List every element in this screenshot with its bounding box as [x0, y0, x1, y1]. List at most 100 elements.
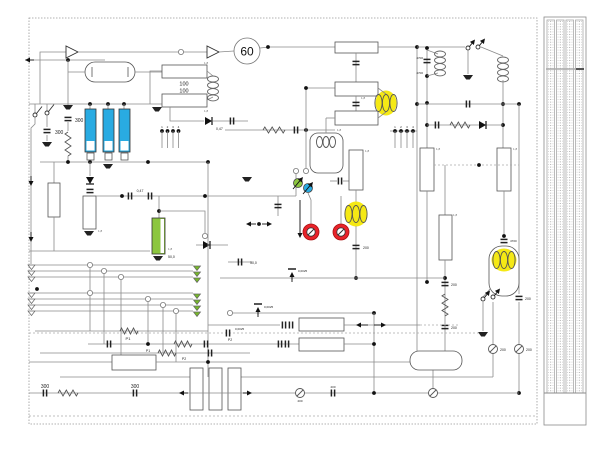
ground-icon [153, 256, 163, 261]
value-label: 200 [330, 385, 335, 389]
wire [149, 70, 162, 104]
value-label: 4 [412, 125, 414, 129]
value-label: 4700 [416, 71, 423, 75]
arrow-head [28, 237, 34, 242]
wire [307, 228, 315, 236]
switch [44, 110, 50, 116]
arrow-head [307, 182, 313, 188]
terminal-triangle [27, 304, 36, 311]
junction-dot [477, 163, 481, 167]
value-label: 300 [75, 118, 84, 124]
value-label: 2 [167, 125, 169, 129]
filter-box [298, 317, 345, 332]
resistor-box [438, 214, 453, 261]
terminal-triangle [27, 298, 36, 305]
filter-box [111, 354, 157, 371]
coil [497, 69, 509, 77]
value-label: 200 [500, 348, 506, 352]
terminal-triangle [27, 310, 36, 317]
value-label: 300 [131, 384, 140, 390]
node-circle [302, 167, 309, 174]
terminal-block [120, 152, 129, 161]
tube-vertical [309, 132, 344, 174]
switch [480, 296, 486, 302]
terminal-triangle [192, 299, 202, 306]
wire [159, 210, 206, 233]
value-label: 1,8 [436, 147, 441, 151]
tube-horizontal-1 [84, 61, 136, 83]
transformer-block-1 [189, 367, 204, 411]
value-label: 1,8 [513, 147, 518, 151]
r [160, 219, 164, 253]
value-label: 0,0025 [298, 269, 308, 273]
node-circle [87, 261, 94, 268]
diode [479, 121, 486, 129]
arrow-head [247, 390, 252, 396]
coil [434, 63, 446, 71]
arrow-head [267, 221, 272, 227]
value-label: P2 [182, 357, 186, 361]
value-label: 1,8 [361, 96, 366, 100]
value-label: 0,0025 [264, 305, 274, 309]
value-label: 1,8 [337, 128, 342, 132]
resistor-zigzag [449, 121, 471, 129]
ground-icon [84, 231, 94, 236]
resistor-box [334, 81, 379, 97]
wire [169, 107, 204, 122]
junction-dot [372, 342, 376, 346]
junction-dot [372, 391, 376, 395]
arrow-head [25, 57, 30, 63]
junction-dot [257, 222, 261, 226]
value-label: P1 [146, 349, 150, 353]
terminal-triangle [192, 305, 202, 312]
value-label: 50,0 [250, 261, 257, 265]
value-label: 1 [161, 125, 163, 129]
value-label: P2 [228, 338, 232, 342]
value-label: 50,0 [168, 255, 175, 259]
junction-dot [146, 160, 150, 164]
terminal-triangle [27, 276, 36, 283]
wire [218, 50, 235, 53]
value-label: 0,47 [216, 127, 223, 131]
switch-lever [48, 104, 55, 112]
value-label: 100 [179, 82, 188, 88]
blue-capacitor-1 [84, 108, 97, 153]
resistor-zigzag [119, 326, 139, 336]
ground-icon [478, 332, 488, 337]
terminal-block [104, 152, 113, 161]
resistor-box [496, 147, 512, 192]
node-circle [201, 232, 208, 239]
junction-dot [146, 342, 150, 346]
resistor-zigzag [64, 131, 72, 157]
wire [307, 192, 312, 224]
value-label: 300 [55, 130, 64, 136]
coil [497, 62, 509, 70]
resistor-zigzag [57, 389, 79, 397]
page-border [28, 17, 538, 425]
value-label: 200 [526, 348, 532, 352]
wire [426, 49, 439, 55]
meter-needle [429, 389, 437, 397]
node-circle [159, 301, 166, 308]
resistor-zigzag [157, 348, 177, 358]
arrow-head [246, 221, 251, 227]
meter-needle [515, 345, 523, 353]
node-circle [87, 289, 94, 296]
node-circle [101, 267, 108, 274]
amplifier-2 [206, 45, 221, 59]
value-label: 200 [363, 246, 369, 250]
value-label: 4700 [510, 239, 517, 243]
coil [434, 50, 446, 58]
ground-icon [42, 142, 52, 147]
terminal-triangle [192, 293, 202, 300]
arrow [302, 185, 311, 195]
switch-lever-head [484, 290, 490, 296]
switch-lever [484, 294, 488, 298]
junction-dot [425, 280, 429, 284]
value-label: 0,47 [137, 189, 144, 193]
switch [475, 44, 481, 50]
switch-lever [494, 292, 498, 296]
terminal-triangle [27, 264, 36, 271]
value-label: 200 [525, 297, 531, 301]
